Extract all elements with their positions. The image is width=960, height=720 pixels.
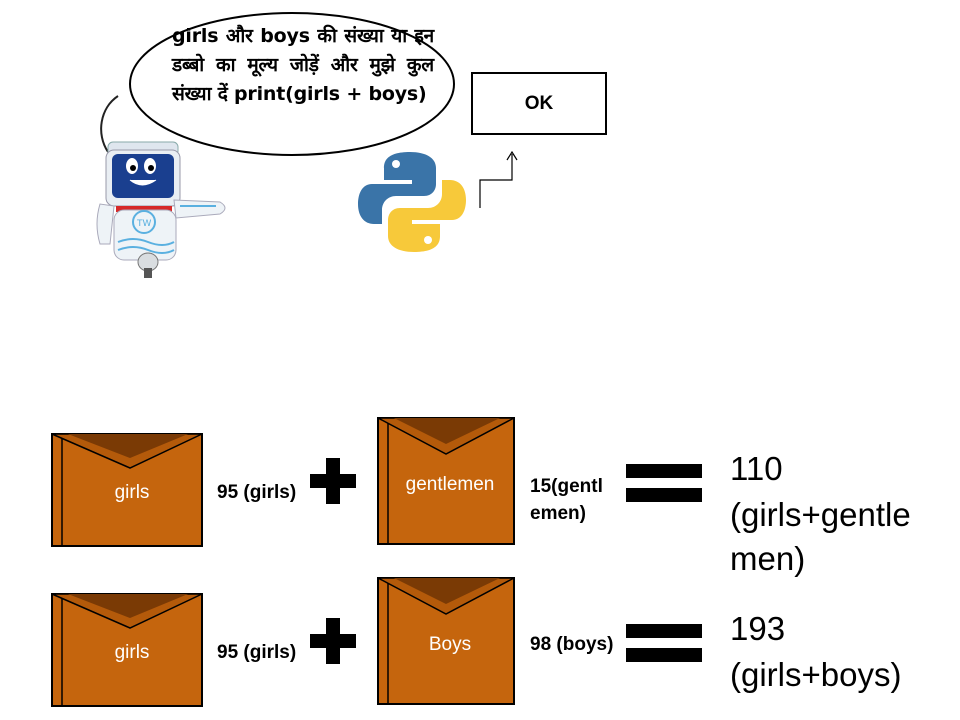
plus-icon	[310, 458, 356, 504]
robot-mascot-icon: TW	[96, 95, 226, 278]
value-text: 98 (boys)	[530, 634, 614, 655]
result-text: 193	[730, 610, 786, 647]
equals-icon	[626, 624, 702, 662]
box-boys	[377, 577, 515, 705]
box-girls-row1	[51, 433, 203, 547]
plus-icon	[310, 618, 356, 664]
value-text: emen)	[530, 503, 586, 524]
result-text: (girls+gentle	[730, 496, 911, 533]
box-label: Boys	[428, 634, 472, 655]
value-text: 15(gentl	[530, 476, 603, 497]
box-label: gentlemen	[405, 474, 495, 495]
speech-text: girls और boys की संख्या या इन डब्बो का म…	[172, 25, 434, 105]
speech-bubble	[129, 12, 455, 156]
result-text: men)	[730, 540, 806, 577]
box-girls-row2	[51, 593, 203, 707]
value-text: 95 (girls)	[217, 642, 297, 663]
python-logo-icon	[358, 152, 466, 252]
box-label: girls	[114, 642, 150, 663]
result-text: 110	[730, 450, 783, 487]
box-gentlemen	[377, 417, 515, 545]
box-label: girls	[114, 482, 150, 503]
value-text: 95 (girls)	[217, 482, 297, 503]
equals-icon	[626, 464, 702, 502]
arrow-up-icon	[479, 150, 518, 208]
svg-text:TW: TW	[136, 219, 151, 229]
ok-box[interactable]: OK	[471, 72, 607, 135]
result-text: (girls+boys)	[730, 656, 902, 693]
